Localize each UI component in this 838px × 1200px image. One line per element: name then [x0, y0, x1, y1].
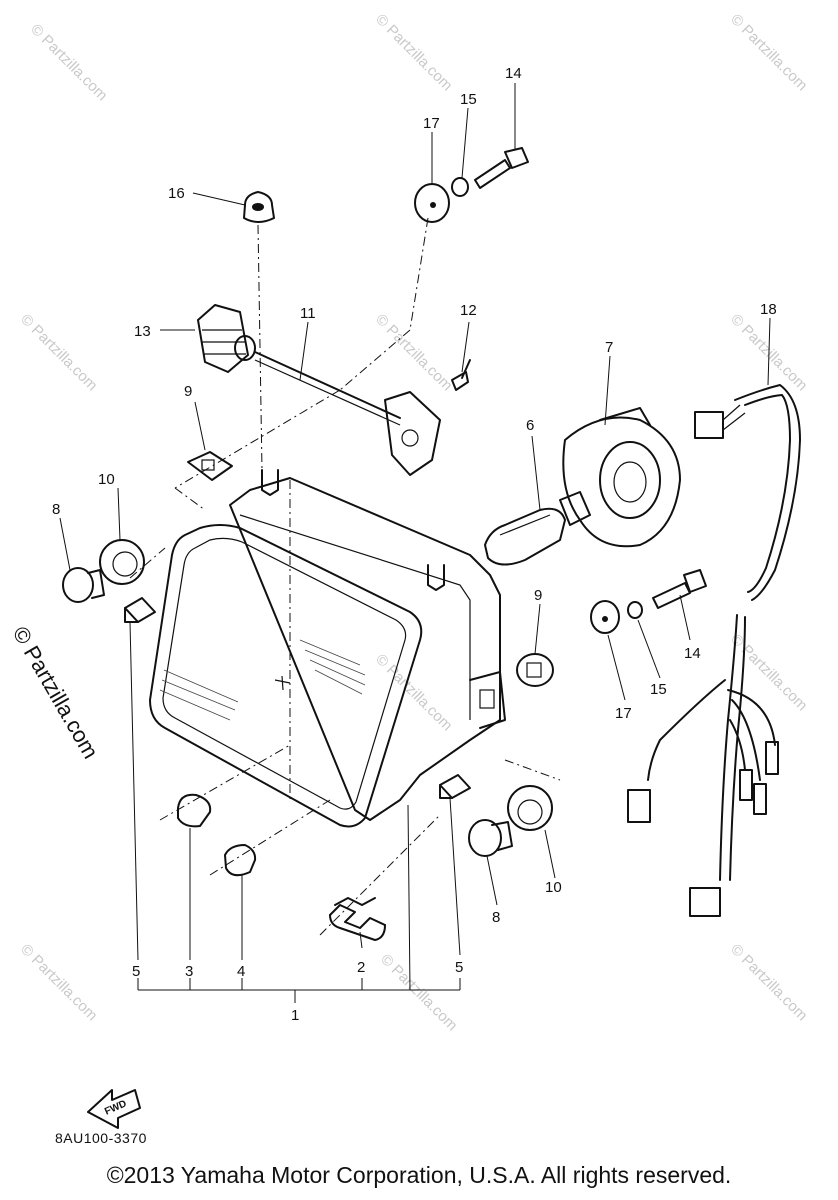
callout-12: 12: [460, 302, 477, 319]
knob-8-left: [62, 567, 105, 603]
nut-16: [243, 191, 275, 223]
washer-15-upper: [451, 177, 469, 197]
callout-2: 2: [357, 959, 365, 976]
callout-10-right: 10: [545, 879, 562, 896]
washer-15-lower: [627, 601, 643, 619]
watermark: © Partzilla.com: [372, 311, 455, 394]
alignment-lines: [129, 217, 561, 936]
callout-7: 7: [605, 339, 613, 356]
callout-5-left: 5: [132, 963, 140, 980]
callouts: 1 2 3 4 5 5 6 7 8 8 9 9 10 10 11 12 13 1…: [52, 65, 777, 1024]
bulb-4: [224, 844, 257, 877]
watermark: © Partzilla.com: [727, 11, 810, 94]
bolt-14-upper: [474, 147, 529, 189]
washer-17-upper: [414, 183, 450, 223]
grommet-10-left: [99, 539, 145, 585]
callout-4: 4: [237, 963, 245, 980]
callout-18: 18: [760, 301, 777, 318]
adjust-rod-11: [254, 351, 441, 476]
callout-11: 11: [300, 305, 316, 322]
callout-9-upper: 9: [184, 383, 192, 400]
leader-lines: [59, 83, 771, 1003]
callout-3: 3: [185, 963, 193, 980]
clip-5-right: [439, 774, 471, 799]
harness-18: [627, 384, 801, 917]
bolt-14-lower: [652, 569, 707, 609]
watermark: © Partzilla.com: [17, 941, 100, 1024]
callout-8-right: 8: [492, 909, 500, 926]
callout-15-upper: 15: [460, 91, 477, 108]
callout-8-left: 8: [52, 501, 60, 518]
watermark: © Partzilla.com: [17, 311, 100, 394]
callout-16: 16: [168, 185, 185, 202]
callout-1: 1: [291, 1007, 299, 1024]
bulb-6: [484, 491, 591, 566]
lens-hatching: [159, 639, 366, 721]
copyright-notice: ©2013 Yamaha Motor Corporation, U.S.A. A…: [106, 1162, 732, 1188]
fwd-arrow-icon: FWD: [87, 1089, 141, 1129]
grommet-10-right: [507, 785, 553, 831]
grommet-9-upper: [187, 451, 233, 481]
callout-13: 13: [134, 323, 151, 340]
side-watermark: © Partzilla.com: [8, 622, 104, 763]
headlight-unit: [149, 469, 506, 828]
screw-12: [451, 359, 471, 391]
watermark: © Partzilla.com: [372, 11, 455, 94]
callout-14-lower: 14: [684, 645, 701, 662]
callout-9-lower: 9: [534, 587, 542, 604]
grommet-9-lower: [516, 653, 554, 687]
callout-6: 6: [526, 417, 534, 434]
clip-5-left: [124, 597, 156, 623]
drawing-code: 8AU100-3370: [55, 1130, 147, 1146]
callout-15-lower: 15: [650, 681, 667, 698]
callout-5-right: 5: [455, 959, 463, 976]
watermark: © Partzilla.com: [727, 941, 810, 1024]
watermark: © Partzilla.com: [27, 21, 110, 104]
adjuster-13: [197, 304, 256, 373]
watermark: © Partzilla.com: [377, 951, 460, 1034]
socket-cover-7: [562, 407, 681, 548]
watermark: © Partzilla.com: [372, 651, 455, 734]
spring-2: [329, 897, 386, 941]
knob-8-right: [468, 819, 513, 857]
callout-14-upper: 14: [505, 65, 522, 82]
callout-10-left: 10: [98, 471, 115, 488]
washer-17-lower: [590, 600, 620, 634]
callout-17-lower: 17: [615, 705, 632, 722]
callout-17-upper: 17: [423, 115, 440, 132]
socket-3: [177, 793, 212, 828]
